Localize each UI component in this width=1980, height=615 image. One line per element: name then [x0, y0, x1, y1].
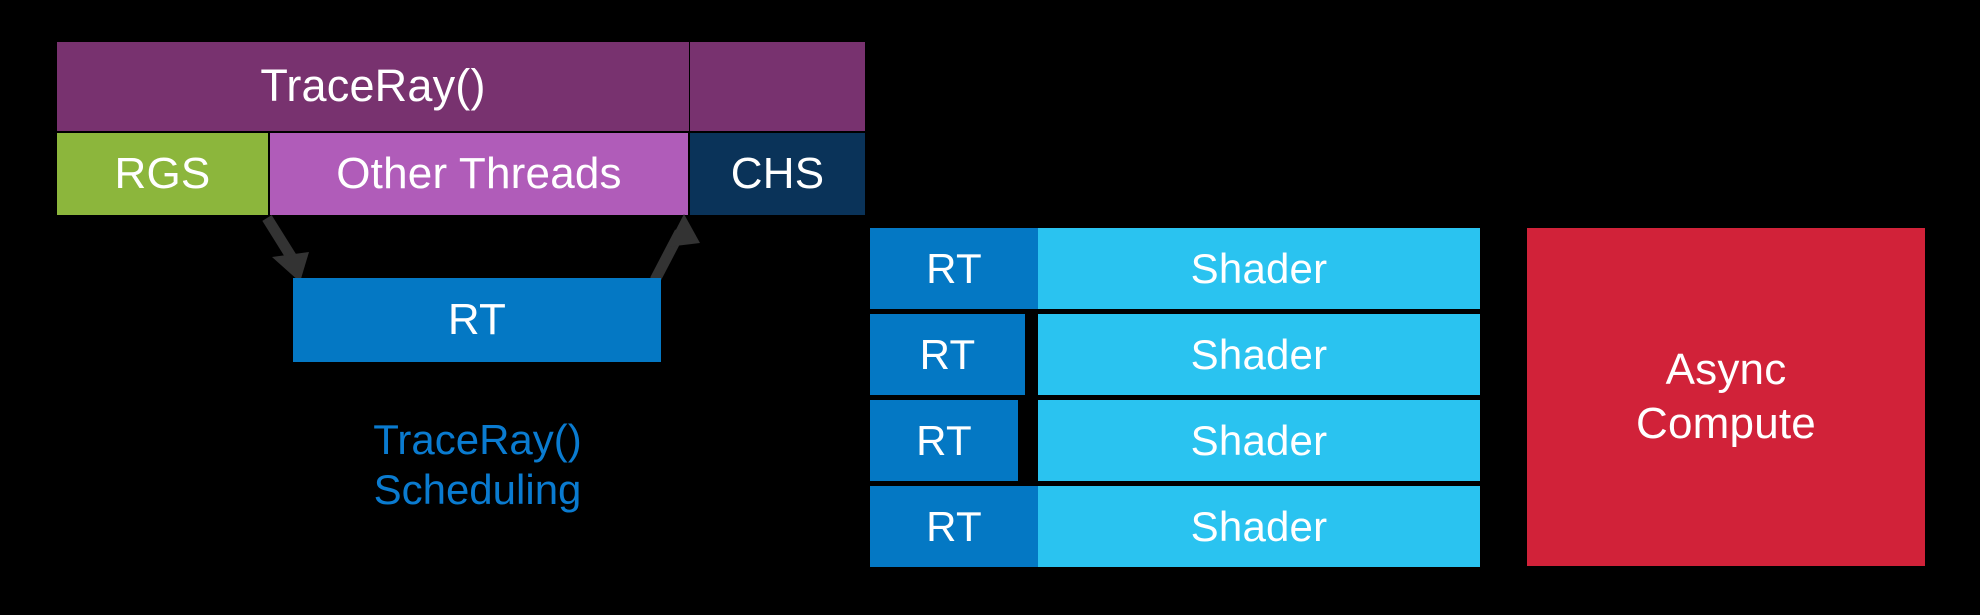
rt-cell: RT [870, 228, 1038, 309]
arrow-down-icon [262, 215, 309, 282]
traceray-bar-tail-segment [690, 42, 865, 131]
caption-line-1: TraceRay() [373, 416, 582, 463]
rt-cell: RT [870, 314, 1025, 395]
traceray-scheduling-caption: TraceRay() Scheduling [240, 415, 715, 514]
shader-cell: Shader [1038, 314, 1480, 395]
rt-cell: RT [870, 400, 1018, 481]
caption-line-2: Scheduling [373, 465, 582, 513]
arrow-up-icon [650, 214, 700, 283]
shader-cell: Shader [1038, 228, 1480, 309]
traceray-bar: TraceRay() [57, 42, 689, 131]
scheduled-rt-box: RT [293, 278, 661, 362]
async-line-1: Async [1665, 345, 1787, 395]
rt-cell: RT [870, 486, 1038, 567]
shader-cell: Shader [1038, 400, 1480, 481]
shader-cell: Shader [1038, 486, 1480, 567]
other-threads-bar: Other Threads [270, 133, 688, 215]
async-compute-box: Async Compute [1527, 228, 1925, 566]
rgs-bar: RGS [57, 133, 268, 215]
chs-bar: CHS [690, 133, 865, 215]
async-line-2: Compute [1636, 399, 1816, 448]
